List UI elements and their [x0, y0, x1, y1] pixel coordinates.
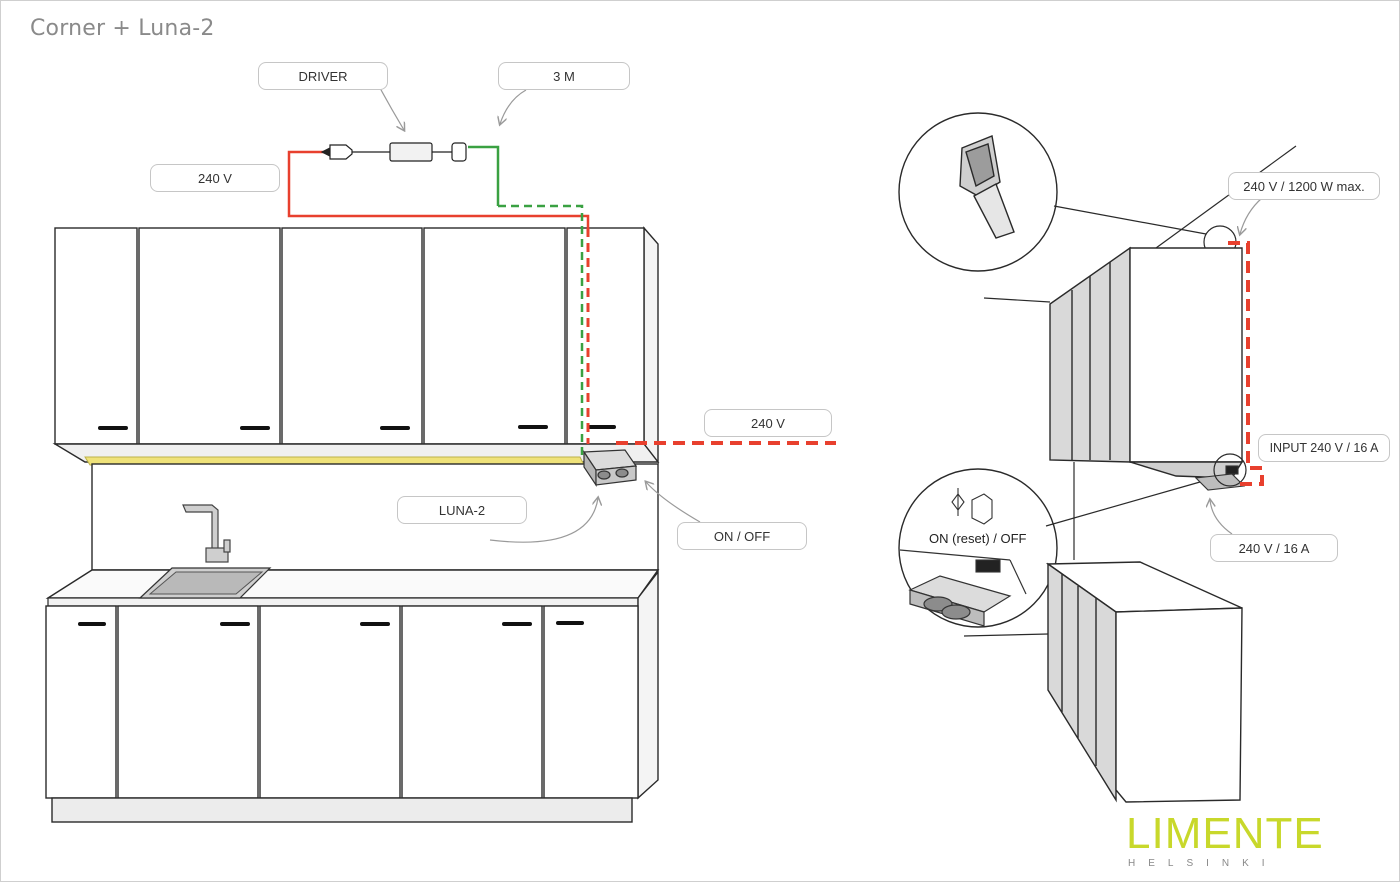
upper-handles: [98, 425, 616, 430]
label-length: 3 M: [498, 62, 630, 90]
connector-icon: [451, 142, 467, 162]
led-wire: [468, 145, 500, 206]
label-voltage-left: 240 V: [150, 164, 280, 192]
lower-cabinets: [45, 569, 659, 823]
socket-detail-circle: [1213, 453, 1247, 487]
plug-icon: [320, 144, 390, 160]
brand-logo: LIMENTE HELSINKI: [1126, 809, 1360, 870]
countertop: [45, 569, 660, 599]
backsplash: [91, 463, 659, 571]
label-reset: ON (reset) / OFF: [929, 531, 1027, 546]
led-wire-dashed: [498, 204, 584, 455]
leader-arrows-right: [1210, 197, 1263, 535]
connector-zoom-icon: [959, 135, 1015, 239]
driver-box-icon: [389, 142, 452, 162]
label-outlet: 240 V / 16 A: [1210, 534, 1338, 562]
switch-icon: [951, 488, 1001, 573]
brand-logo-sub: HELSINKI: [1128, 858, 1278, 869]
label-on-off: ON / OFF: [677, 522, 807, 550]
power-wire-to-plug: [287, 150, 590, 228]
leader-arrows-left: [379, 87, 701, 543]
iso-power-wire: [1228, 241, 1264, 486]
faucet: [182, 504, 231, 563]
lower-handles: [78, 621, 584, 626]
iso-lower-cabinet: [1045, 561, 1243, 803]
label-luna: LUNA-2: [397, 496, 527, 524]
switch-zoom-socket: [899, 549, 1027, 627]
page-title: Corner + Luna-2: [30, 16, 215, 41]
socket-icon: [582, 449, 638, 487]
label-driver: DRIVER: [258, 62, 388, 90]
label-max-power: 240 V / 1200 W max.: [1228, 172, 1380, 200]
brand-logo-main: LIMENTE: [1126, 809, 1324, 858]
iso-upper-cabinet: [1049, 246, 1244, 479]
label-input: INPUT 240 V / 16 A: [1258, 434, 1390, 462]
upper-cabinets: [52, 226, 660, 465]
label-voltage-mid: 240 V: [704, 409, 832, 437]
